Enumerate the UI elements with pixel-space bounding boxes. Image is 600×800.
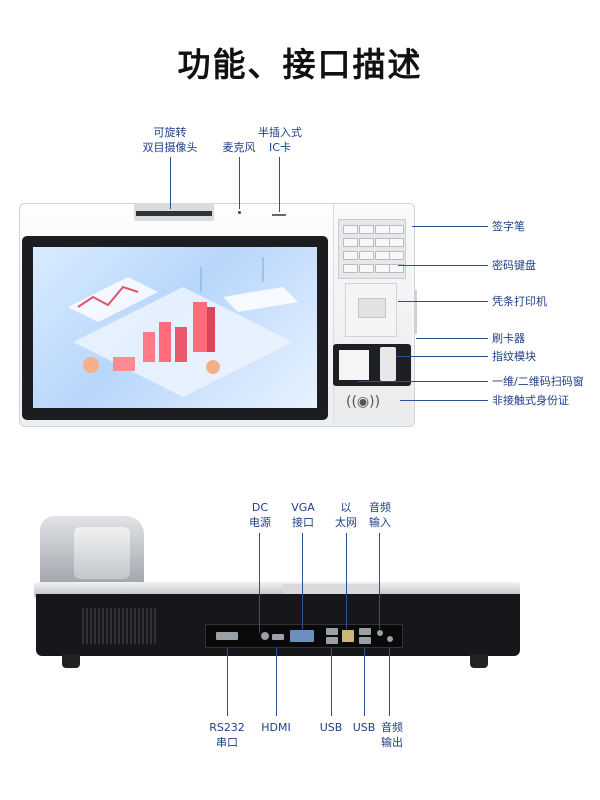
password-keypad: [338, 219, 406, 279]
fingerprint-sensor: [380, 347, 396, 381]
ic-card-leader-line: [279, 157, 280, 212]
usb1-label: USB: [319, 721, 343, 734]
usb-port-4: [359, 637, 371, 644]
rear-center-stem: [283, 584, 379, 596]
camera-label-line2: 双目摄像头: [142, 141, 198, 154]
ethernet-label-line1: 以: [340, 501, 352, 514]
fingerprint-module-label: 指纹模块: [492, 350, 536, 363]
rear-hump-face: [74, 527, 130, 579]
audio-in-port: [377, 630, 383, 636]
receipt-printer: [345, 283, 397, 337]
rear-vent-grille: [82, 608, 156, 644]
usb2-label: USB: [352, 721, 376, 734]
ic-card-label-line2: IC卡: [269, 141, 291, 154]
audio-in-label-line1: 音频: [369, 501, 391, 514]
dc-label-line1: DC: [251, 501, 269, 514]
audio-out-port: [387, 636, 393, 642]
audio-out-label-line2: 输出: [381, 736, 403, 749]
camera-lens-slot: [136, 211, 212, 216]
signature-pen-label: 签字笔: [492, 220, 525, 233]
rs232-label-line2: 串口: [216, 736, 238, 749]
fingerprint-leader-line: [396, 356, 488, 357]
signature-pen-leader-line: [412, 226, 488, 227]
password-keypad-label: 密码键盘: [492, 259, 536, 272]
usb-port-1: [326, 628, 338, 635]
isometric-finance-illustration: [68, 257, 298, 397]
card-swiper-leader-line: [416, 338, 488, 339]
barcode-scanner-window: [339, 350, 369, 380]
usb2-leader-line: [364, 648, 365, 716]
hdmi-label: HDMI: [261, 721, 291, 734]
audio-out-label-line1: 音频: [381, 721, 403, 734]
vga-label-line2: 接口: [292, 516, 314, 529]
keypad-leader-line: [398, 265, 488, 266]
card-swipe-slot: [414, 290, 417, 334]
microphone-hole: [238, 211, 241, 214]
usb-port-3: [359, 628, 371, 635]
right-foot: [470, 654, 488, 668]
camera-leader-line: [170, 157, 171, 209]
dc-leader-line: [259, 533, 260, 633]
card-swiper-label: 刷卡器: [492, 332, 525, 345]
dc-port: [261, 632, 269, 640]
hdmi-port: [272, 634, 284, 640]
rs232-label-line1: RS232: [209, 721, 245, 734]
audio-in-label-line2: 输入: [369, 516, 391, 529]
receipt-printer-label: 凭条打印机: [492, 295, 547, 308]
contactless-leader-line: [400, 400, 488, 401]
hdmi-leader-line: [276, 648, 277, 716]
page-title: 功能、接口描述: [177, 45, 423, 84]
left-foot: [62, 654, 80, 668]
vga-leader-line: [302, 533, 303, 629]
contactless-id-icon: ((◉)): [346, 394, 381, 410]
camera-label-line1: 可旋转: [153, 126, 187, 139]
dc-label-line2: 电源: [249, 516, 271, 529]
ic-card-label-line1: 半插入式: [258, 126, 302, 139]
microphone-leader-line: [239, 157, 240, 209]
ethernet-port: [342, 630, 354, 642]
usb-port-2: [326, 637, 338, 644]
barcode-scanner-label: 一维/二维码扫码窗: [492, 375, 584, 388]
rs232-port: [216, 632, 238, 640]
vga-port: [290, 630, 314, 642]
io-port-panel: [205, 624, 403, 648]
audio-out-leader-line: [389, 648, 390, 716]
scanner-leader-line: [358, 381, 488, 382]
contactless-id-label: 非接触式身份证: [492, 394, 569, 407]
rs232-leader-line: [227, 648, 228, 716]
ic-card-slot: [272, 214, 286, 216]
audio-in-leader-line: [379, 533, 380, 629]
ethernet-leader-line: [346, 533, 347, 629]
printer-leader-line: [398, 301, 488, 302]
screen-illustration: [33, 247, 317, 408]
vga-label-line1: VGA: [291, 501, 315, 514]
ethernet-label-line2: 太网: [335, 516, 357, 529]
usb1-leader-line: [331, 648, 332, 716]
microphone-label: 麦克风: [222, 141, 256, 154]
